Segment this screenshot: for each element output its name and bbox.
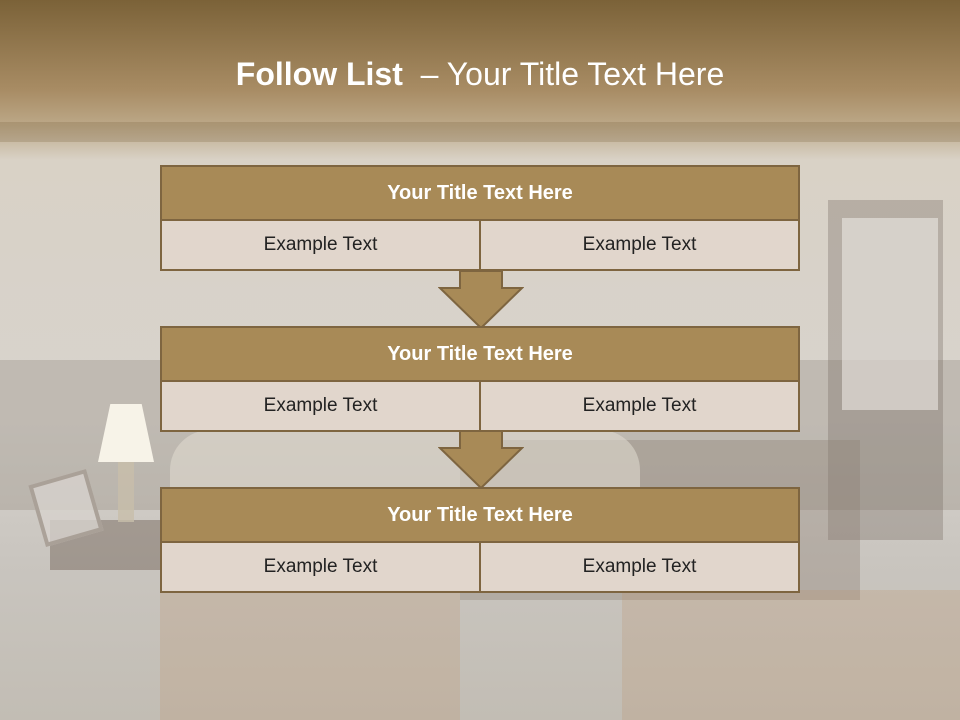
slide-title-rest: – Your Title Text Here — [402, 56, 725, 92]
step-block-heading: Your Title Text Here — [160, 165, 800, 221]
down-arrow-icon — [438, 430, 524, 490]
step-block-heading: Your Title Text Here — [160, 326, 800, 382]
step-block-row: Example Text Example Text — [160, 382, 800, 432]
step-block-cell: Example Text — [160, 382, 481, 432]
background-floor-right — [622, 590, 960, 720]
background-floor-left — [160, 590, 460, 720]
step-block-row: Example Text Example Text — [160, 543, 800, 593]
step-block-3: Your Title Text Here Example Text Exampl… — [160, 487, 800, 593]
slide-title: Follow List – Your Title Text Here — [0, 56, 960, 93]
step-block-cell: Example Text — [160, 221, 481, 271]
step-block-row: Example Text Example Text — [160, 221, 800, 271]
background-lamp-base — [118, 462, 134, 522]
step-block-cell: Example Text — [481, 221, 800, 271]
background-mirror-glass — [842, 218, 938, 410]
step-block-2: Your Title Text Here Example Text Exampl… — [160, 326, 800, 432]
slide-title-bold: Follow List — [235, 56, 403, 92]
step-block-1: Your Title Text Here Example Text Exampl… — [160, 165, 800, 271]
background-ceiling — [0, 122, 960, 142]
step-block-heading: Your Title Text Here — [160, 487, 800, 543]
step-block-cell: Example Text — [481, 543, 800, 593]
step-block-cell: Example Text — [160, 543, 481, 593]
step-block-cell: Example Text — [481, 382, 800, 432]
down-arrow-icon — [438, 270, 524, 330]
